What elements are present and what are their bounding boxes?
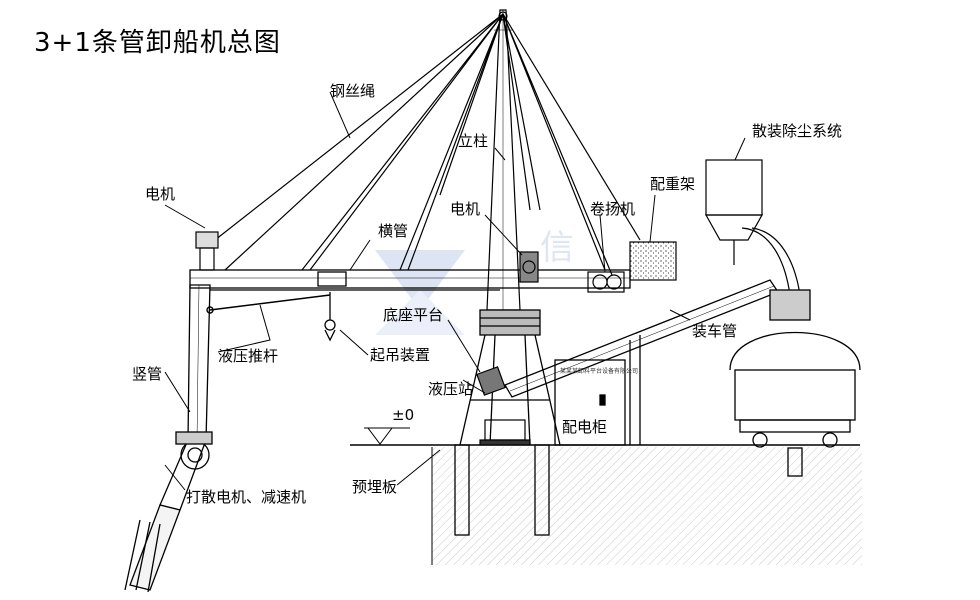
support-legs (454, 334, 803, 536)
wire-ropes (214, 13, 641, 276)
label-base-platform: 底座平台 (383, 306, 444, 324)
hydraulic-rod (206, 294, 331, 314)
label-distribution-cabinet: 配电柜 (562, 418, 608, 436)
motor-column (519, 251, 539, 283)
watermark-text: 信 (540, 228, 574, 268)
label-counterweight: 配重架 (650, 175, 696, 193)
label-loading-pipe: 装车管 (692, 322, 738, 340)
hydraulic-station (476, 366, 531, 446)
page-title: 3+1条管卸船机总图 (34, 28, 281, 58)
label-zero-level: ±0 (392, 406, 415, 424)
distribution-cabinet (554, 359, 626, 446)
dust-system (704, 159, 801, 296)
label-motor-top: 电机 (145, 185, 176, 203)
label-dust-system: 散装除尘系统 (752, 122, 843, 140)
label-embedded-plate: 预埋板 (352, 478, 398, 496)
label-wire-rope: 钢丝绳 (330, 82, 376, 100)
label-scatter-motor: 打散电机、减速机 (186, 488, 307, 506)
counterweight (629, 241, 677, 281)
vertical-pipe (124, 284, 213, 593)
ground (350, 427, 862, 565)
truck (729, 289, 861, 448)
winch (587, 271, 625, 293)
base-platform (479, 309, 541, 336)
label-hydraulic-station: 液压站 (428, 380, 474, 398)
label-hydraulic-rod: 液压推杆 (218, 347, 279, 365)
cabinet-plate-text: 某某某卸料平台设备有限公司 (560, 368, 639, 375)
label-vertical-pipe: 竖管 (132, 365, 163, 383)
label-horizontal-pipe: 横管 (378, 222, 409, 240)
watermark-logo (375, 250, 465, 335)
label-motor-mid: 电机 (450, 200, 481, 218)
label-winch: 卷扬机 (590, 200, 636, 218)
label-column: 立柱 (458, 132, 489, 150)
motor-top-left (195, 231, 219, 271)
label-lifting-device: 起吊装置 (370, 346, 431, 364)
column (486, 9, 521, 311)
leader-lines (164, 91, 746, 491)
